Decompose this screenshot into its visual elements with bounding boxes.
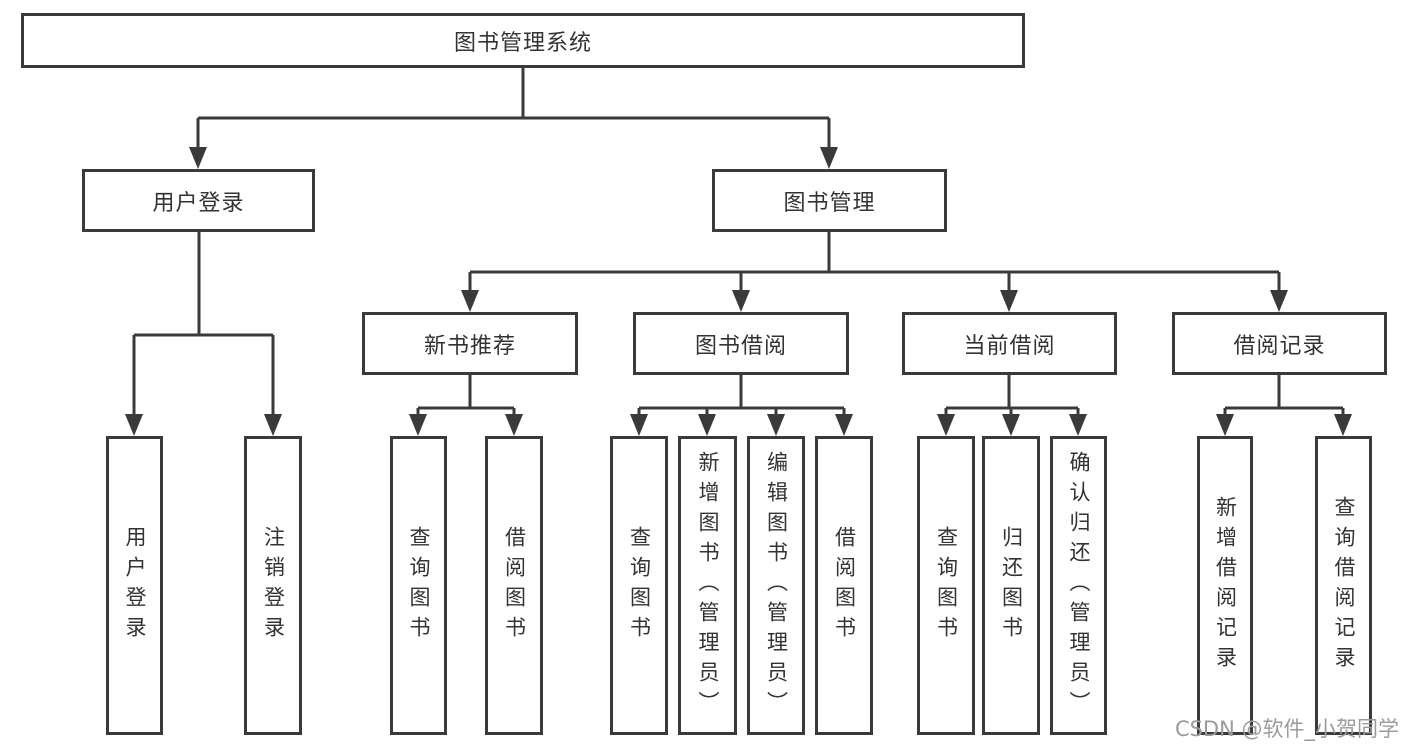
node-label: 新增借阅记录 (1213, 495, 1238, 676)
node-label: 当前借阅 (963, 333, 1056, 359)
node-book-management: 图书管理 (712, 169, 947, 232)
node-label: 用户登录 (152, 190, 245, 216)
leaf-add-book-admin: 新增图书（管理员） (678, 436, 737, 735)
leaf-add-borrow-record: 新增借阅记录 (1197, 436, 1253, 735)
node-label: 查询借阅记录 (1332, 495, 1356, 676)
node-label: 借阅图书 (832, 525, 857, 646)
node-label: 借阅记录 (1233, 333, 1326, 359)
node-label: 归还图书 (999, 525, 1024, 646)
leaf-borrow-book-borrowing: 借阅图书 (815, 436, 873, 735)
node-root: 图书管理系统 (21, 13, 1025, 68)
node-label: 查询图书 (934, 525, 959, 646)
node-label: 图书管理 (783, 190, 876, 216)
node-label: 查询图书 (407, 525, 431, 646)
leaf-confirm-return-admin: 确认归还（管理员） (1050, 436, 1107, 735)
node-label: 图书管理系统 (453, 30, 592, 56)
csdn-watermark: CSDN @软件_小贺同学 (1174, 717, 1399, 741)
leaf-user-login: 用户登录 (106, 436, 163, 735)
node-label: 新书推荐 (423, 333, 516, 359)
node-current-borrowing: 当前借阅 (902, 312, 1117, 375)
node-label: 新增图书（管理员） (696, 450, 720, 721)
node-new-book-recommend: 新书推荐 (362, 312, 578, 375)
leaf-query-borrow-record: 查询借阅记录 (1315, 436, 1372, 735)
node-borrowing-records: 借阅记录 (1172, 312, 1387, 375)
leaf-query-book-current: 查询图书 (917, 436, 975, 735)
leaf-query-book-borrowing: 查询图书 (610, 436, 668, 735)
leaf-borrow-book-recommend: 借阅图书 (485, 436, 543, 735)
leaf-logout: 注销登录 (244, 436, 302, 735)
leaf-edit-book-admin: 编辑图书（管理员） (747, 436, 805, 735)
node-label: 图书借阅 (694, 333, 787, 359)
node-label: 用户登录 (123, 525, 147, 646)
node-book-borrowing: 图书借阅 (633, 312, 849, 375)
node-label: 注销登录 (261, 525, 286, 646)
node-user-login: 用户登录 (82, 169, 315, 232)
node-label: 确认归还（管理员） (1067, 450, 1091, 721)
leaf-query-book-recommend: 查询图书 (390, 436, 447, 735)
node-label: 借阅图书 (502, 525, 527, 646)
node-label: 编辑图书（管理员） (764, 450, 789, 721)
node-label: 查询图书 (627, 525, 652, 646)
leaf-return-book: 归还图书 (982, 436, 1040, 735)
